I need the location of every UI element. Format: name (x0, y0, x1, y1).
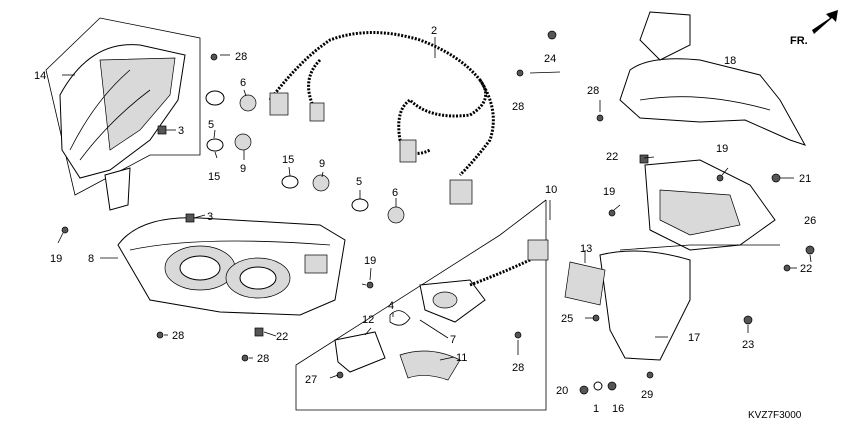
callout-22: 22 (276, 331, 288, 343)
callout-19: 19 (50, 253, 62, 265)
callout-10: 10 (545, 184, 557, 196)
callout-4: 4 (388, 300, 394, 312)
license-light-parts (334, 239, 549, 381)
callout-11: 11 (456, 352, 467, 364)
callout-3: 3 (207, 211, 213, 223)
callout-17: 17 (688, 332, 700, 344)
callout-5: 5 (356, 176, 362, 188)
callout-1: 1 (593, 403, 599, 415)
wire-harness (268, 31, 495, 205)
diagram-code: KVZ7F3000 (748, 410, 802, 421)
front-direction-arrow: FR. (790, 10, 838, 47)
headlight-group-box (45, 17, 201, 196)
callout-19: 19 (716, 143, 728, 155)
callout-13: 13 (580, 243, 592, 255)
callout-14: 14 (34, 70, 46, 82)
callout-28: 28 (257, 353, 269, 365)
callout-27: 27 (305, 374, 317, 386)
callout-15: 15 (208, 171, 220, 183)
callout-15: 15 (282, 154, 294, 166)
rear-cover (619, 11, 807, 146)
callout-22: 22 (800, 263, 812, 275)
callout-18: 18 (724, 55, 736, 67)
rear-fender (599, 159, 780, 361)
callout-20: 20 (556, 385, 568, 397)
callout-8: 8 (88, 253, 94, 265)
front-arrow-icon (812, 10, 838, 34)
callout-19: 19 (364, 255, 376, 267)
callout-16: 16 (612, 403, 624, 415)
front-direction-label: FR. (790, 35, 808, 47)
callout-6: 6 (240, 77, 246, 89)
callout-28: 28 (512, 101, 524, 113)
callout-23: 23 (742, 339, 754, 351)
callout-28: 28 (235, 51, 247, 63)
callout-labels: 2 14 28 6 3 5 15 9 15 9 5 6 3 8 19 19 28… (34, 25, 816, 415)
callout-28: 28 (512, 362, 524, 374)
callout-19: 19 (603, 186, 615, 198)
reflector (564, 261, 606, 306)
callout-28: 28 (172, 330, 184, 342)
callout-21: 21 (799, 173, 811, 185)
license-light-group-box (295, 199, 547, 411)
callout-29: 29 (641, 389, 653, 401)
callout-9: 9 (319, 158, 325, 170)
bulbs-and-sockets (157, 90, 405, 224)
callout-12: 12 (362, 314, 374, 326)
headlight-cover (59, 44, 186, 211)
callout-3: 3 (178, 125, 184, 137)
callout-25: 25 (561, 313, 573, 325)
callout-2: 2 (431, 25, 437, 37)
callout-22: 22 (606, 151, 618, 163)
callout-9: 9 (240, 163, 246, 175)
callout-6: 6 (392, 187, 398, 199)
callout-5: 5 (208, 119, 214, 131)
leader-lines (57, 37, 812, 379)
callout-24: 24 (544, 53, 556, 65)
callout-28: 28 (587, 85, 599, 97)
headlight-assembly (117, 217, 346, 316)
callout-7: 7 (450, 334, 456, 346)
callout-26: 26 (804, 215, 816, 227)
